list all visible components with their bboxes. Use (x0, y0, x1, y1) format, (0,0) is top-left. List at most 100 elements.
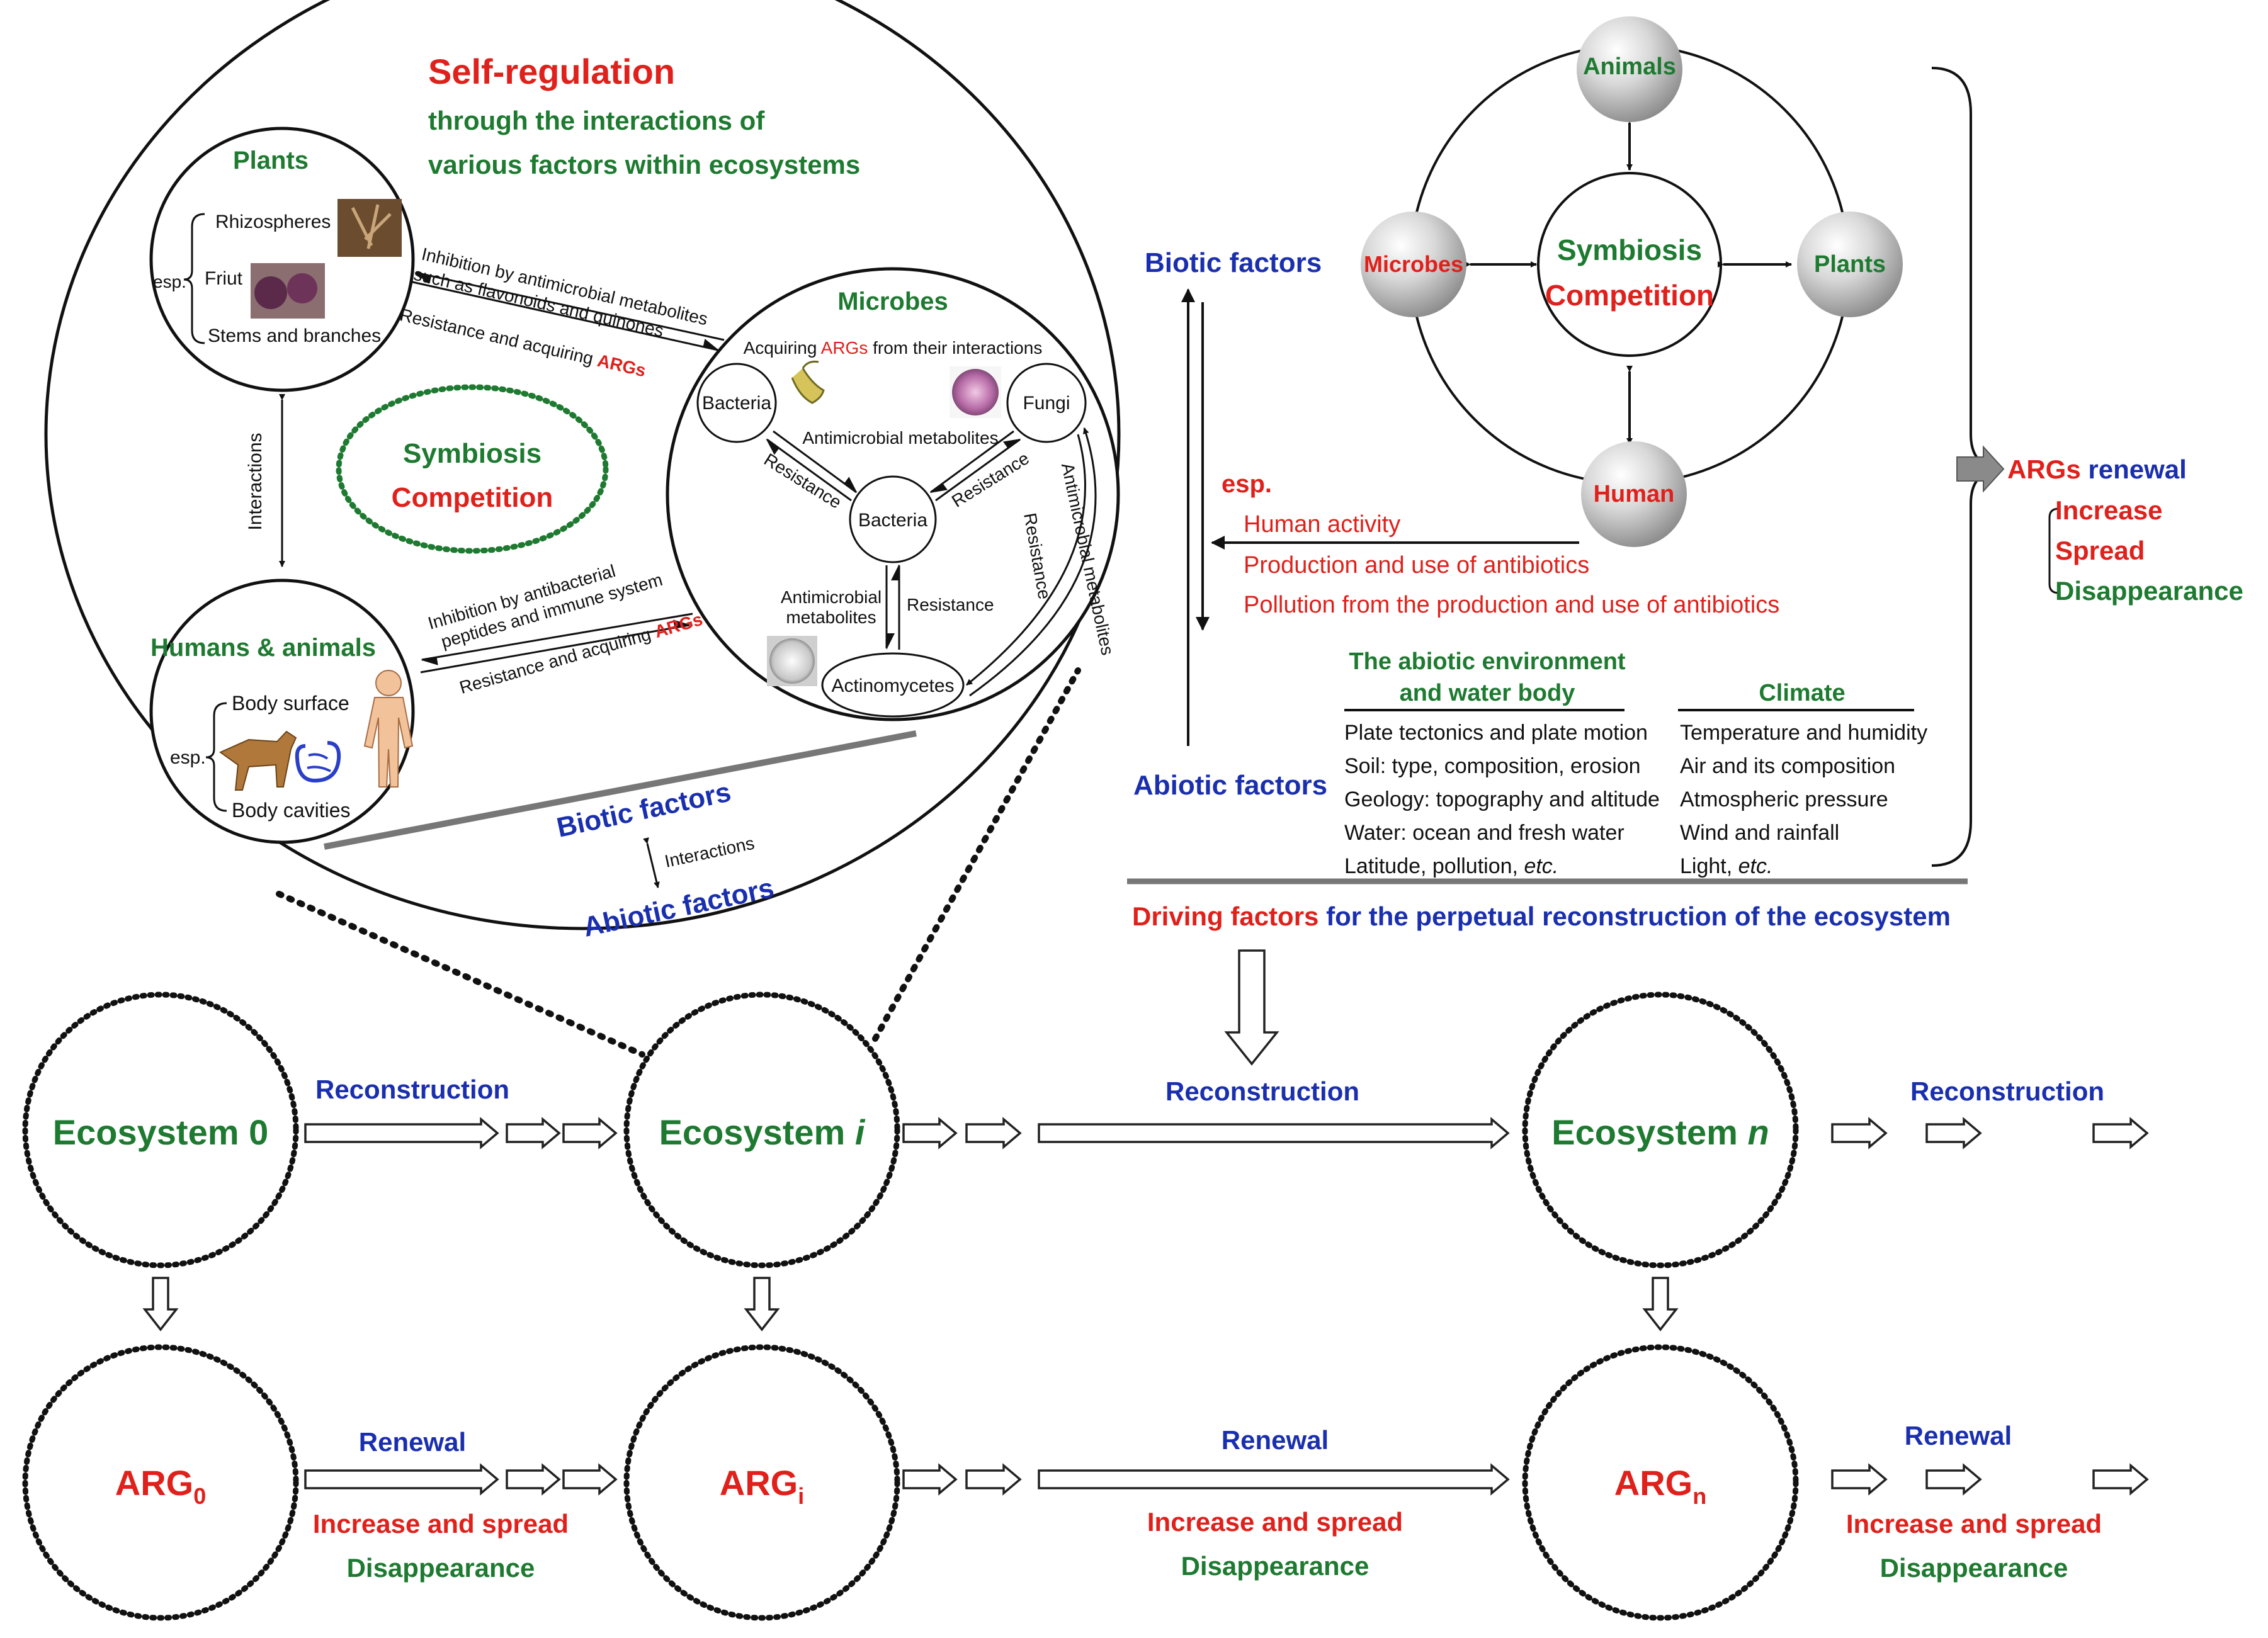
climate-item: Air and its composition (1680, 754, 1895, 778)
abiotic-env-title-2: and water body (1400, 680, 1575, 706)
bacteria-1-circle (696, 363, 777, 443)
env-item: Soil: type, composition, erosion (1344, 754, 1641, 778)
arg-arrow-short (902, 1463, 958, 1496)
right-panel: Biotic factors Abiotic factors Symbiosis… (1127, 16, 2243, 1066)
env-item: Geology: topography and altitude (1344, 788, 1660, 811)
renewal-small-brace (2048, 507, 2060, 594)
bubble-tail-left (276, 891, 645, 1058)
bacteria-2-label: Bacteria (858, 510, 927, 531)
arg-n-base: ARG (1614, 1463, 1692, 1503)
arg-arrow-long-1 (304, 1463, 499, 1496)
ecosystem-0-label: Ecosystem 0 (53, 1112, 268, 1152)
reconstruction-label-2: Reconstruction (1165, 1076, 1359, 1106)
plants-title: Plants (233, 147, 309, 174)
human-resistance-arrow (420, 619, 691, 674)
fungi-label: Fungi (1023, 393, 1070, 414)
center-competition: Competition (1545, 279, 1714, 312)
plants-sphere: Plants (1797, 212, 1903, 317)
arg-arrow-long-2 (1038, 1463, 1510, 1496)
arg-arrow-short (1925, 1463, 1982, 1496)
plants-circle (149, 127, 415, 392)
renewal-label-2: Renewal (1222, 1425, 1329, 1455)
climate-item: Light, etc. (1680, 854, 1772, 878)
ecosystem-n-base: Ecosystem (1551, 1112, 1747, 1152)
microbes-node: Microbes Acquiring ARGs from their inter… (666, 267, 1120, 721)
fungi-dish-icon (952, 369, 999, 415)
plants-esp: esp. (153, 272, 186, 291)
arg-arrow-short (2092, 1463, 2149, 1496)
arg-i-sub: i (798, 1483, 804, 1509)
left-competition: Competition (392, 482, 553, 513)
arg-i-base: ARG (720, 1463, 798, 1503)
climate-item: Atmospheric pressure (1680, 788, 1888, 811)
ecosystem-i-var: i (855, 1112, 866, 1152)
increase-spread-1: Increase and spread (313, 1509, 569, 1539)
arg-arrow-short (562, 1463, 618, 1496)
human-sphere: Human (1581, 441, 1687, 547)
plants-node: Plants esp. Rhizospheres Friut Stems and… (149, 127, 415, 392)
arg-i-label: ARGi (720, 1463, 804, 1509)
eco-arrow-short (1925, 1117, 1982, 1149)
args-renewal-args: ARGs (2007, 455, 2081, 484)
climate-item: Wind and rainfall (1680, 821, 1839, 845)
driving-blue: for the perpetual reconstruction of the … (1326, 901, 1951, 931)
arg-arrow-short (965, 1463, 1022, 1496)
microbes-acquiring: Acquiring ARGs from their interactions (744, 338, 1043, 358)
increase-spread-3: Increase and spread (1846, 1509, 2102, 1539)
ecosystem-i-base: Ecosystem (659, 1112, 855, 1152)
hollow-arrows (304, 1117, 2149, 1496)
antimicrobial-label-1: Antimicrobial (781, 587, 882, 607)
bacteria-to-bacteria-arrow-2 (766, 438, 852, 502)
driving-red: Driving factors (1132, 901, 1318, 931)
arg-arrow-short (1831, 1463, 1888, 1496)
humans-item-body-cavities: Body cavities (232, 799, 351, 822)
abiotic-env-title-1: The abiotic environment (1349, 648, 1626, 675)
fungi-to-bacteria-arrow-2 (935, 438, 1021, 502)
humans-animals-title: Humans & animals (150, 634, 376, 662)
production-use-label: Production and use of antibiotics (1244, 552, 1589, 579)
climate-item: Temperature and humidity (1680, 721, 1927, 745)
symbiosis-competition-ellipse (336, 384, 609, 554)
esp-label: esp. (1222, 470, 1272, 498)
humans-brace (205, 702, 227, 812)
dog-icon (218, 730, 297, 791)
plants-item-stems: Stems and branches (208, 325, 381, 346)
bacteria-2-circle (849, 475, 937, 563)
eco0-down-arrow (142, 1277, 179, 1331)
plant-inhibition-arrow (414, 271, 725, 341)
arg-0-base: ARG (115, 1463, 193, 1503)
reconstruction-label-3: Reconstruction (1910, 1076, 2104, 1106)
arg-i-circle (623, 1344, 900, 1621)
resistance-down-label: Resistance (907, 595, 994, 614)
reconstruction-label-1: Reconstruction (315, 1075, 509, 1104)
bubble-interactions-arrow (643, 837, 660, 888)
biotic-factors-label: Biotic factors (1145, 247, 1322, 278)
acquiring-post: from their interactions (868, 338, 1042, 358)
ecoi-down-arrow (744, 1277, 780, 1331)
microbes-sphere: Microbes (1361, 212, 1466, 317)
fungi-to-bacteria-arrow-1 (929, 430, 1014, 494)
fungi-actino-arc-2 (969, 427, 1097, 697)
renewal-disappearance: Disappearance (2055, 576, 2243, 606)
ecosystem-n-var: n (1748, 1112, 1769, 1152)
acquiring-pre: Acquiring (744, 338, 821, 358)
arg-arrow-short (506, 1463, 561, 1496)
human-inhibition-arrow (421, 613, 693, 665)
plants-sphere-label: Plants (1814, 251, 1886, 278)
self-regulation-subtitle-2: various factors within ecosystems (428, 150, 860, 179)
actinomycetes-ellipse (821, 652, 965, 718)
plants-item-rhizospheres: Rhizospheres (215, 212, 331, 232)
args-renewal-word: renewal (2088, 455, 2186, 484)
self-regulation-subtitle-1: through the interactions of (428, 106, 765, 135)
eco-arrow-short (1831, 1117, 1888, 1149)
acquiring-args: ARGs (821, 338, 868, 358)
ecosystem-n-label: Ecosystem n (1551, 1112, 1769, 1152)
antimicrobial-label-2: metabolites (786, 607, 876, 627)
ecosystem-0-circle (22, 991, 299, 1268)
fungi-actino-arc-1 (966, 434, 1086, 686)
animals-sphere: Animals (1577, 16, 1682, 122)
renewal-spread: Spread (2055, 536, 2145, 565)
plants-brace (183, 213, 205, 344)
fungi-circle (1006, 363, 1087, 443)
